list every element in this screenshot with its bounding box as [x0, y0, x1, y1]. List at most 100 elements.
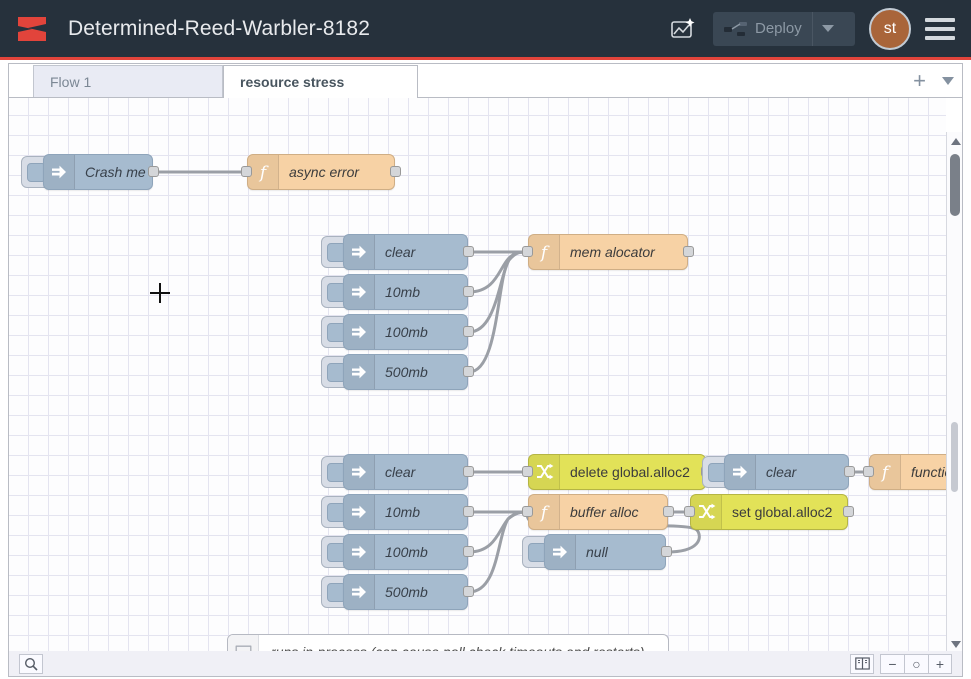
add-flow-button[interactable]: +	[913, 70, 926, 92]
node-mem-alocator[interactable]: f mem alocator	[528, 234, 688, 270]
node-output-port[interactable]	[463, 546, 474, 557]
svg-text:f: f	[539, 243, 550, 262]
chevron-down-icon	[822, 25, 834, 32]
node-inject-500mb-1[interactable]: 500mb	[343, 354, 468, 390]
node-output-port[interactable]	[390, 166, 401, 177]
search-icon	[24, 657, 38, 671]
header-actions: Deploy st	[665, 8, 971, 50]
inject-arrow-icon	[344, 315, 375, 349]
node-input-port[interactable]	[241, 166, 252, 177]
node-label: 100mb	[375, 324, 440, 340]
node-delete-global-alloc2[interactable]: delete global.alloc2	[528, 454, 706, 490]
node-output-port[interactable]	[844, 466, 855, 477]
node-inject-clear-3[interactable]: clear	[724, 454, 849, 490]
node-inject-100mb-2[interactable]: 100mb	[343, 534, 468, 570]
tab-flow-1[interactable]: Flow 1	[33, 65, 223, 97]
zoom-in-button[interactable]: +	[928, 654, 952, 674]
crosshair-cursor	[150, 283, 170, 303]
inject-arrow-icon	[44, 155, 75, 189]
node-set-global-alloc2[interactable]: set global.alloc2	[690, 494, 848, 530]
navigator-button[interactable]	[850, 654, 874, 674]
node-inject-500mb-2[interactable]: 500mb	[343, 574, 468, 610]
node-label: clear	[756, 464, 808, 480]
inject-arrow-icon	[344, 495, 375, 529]
node-input-port[interactable]	[684, 506, 695, 517]
inject-arrow-icon	[725, 455, 756, 489]
node-label: 500mb	[375, 364, 440, 380]
node-output-port[interactable]	[463, 286, 474, 297]
node-inject-10mb-2[interactable]: 10mb	[343, 494, 468, 530]
node-buffer-alloc[interactable]: fbuffer alloc	[528, 494, 668, 530]
inject-arrow-icon	[344, 575, 375, 609]
deploy-button-label: Deploy	[755, 20, 812, 37]
node-label: clear	[375, 244, 427, 260]
app-header: Determined-Reed-Warbler-8182	[0, 0, 971, 60]
zoom-controls: − ○ +	[880, 654, 952, 674]
change-swap-icon	[529, 455, 560, 489]
search-button[interactable]	[19, 654, 43, 674]
zoom-reset-button[interactable]: ○	[904, 654, 928, 674]
node-crash-me[interactable]: Crash me	[43, 154, 153, 190]
tab-bar-actions: +	[913, 65, 962, 97]
canvas-viewport: Crash me fasync error clear 10mb 100mb 500mb f…	[9, 98, 962, 670]
deploy-button[interactable]: Deploy	[713, 12, 855, 46]
node-output-port[interactable]	[683, 246, 694, 257]
inject-arrow-icon	[545, 535, 576, 569]
node-label: clear	[375, 464, 427, 480]
node-output-port[interactable]	[661, 546, 672, 557]
zoom-out-button[interactable]: −	[880, 654, 904, 674]
inject-arrow-icon	[344, 355, 375, 389]
node-output-port[interactable]	[463, 246, 474, 257]
node-output-port[interactable]	[463, 586, 474, 597]
vertical-scrollbar[interactable]	[946, 132, 962, 654]
avatar[interactable]: st	[869, 8, 911, 50]
tab-label: resource stress	[240, 74, 344, 90]
node-red-logo	[16, 14, 54, 44]
node-input-port[interactable]	[522, 506, 533, 517]
node-label: null	[576, 544, 620, 560]
vertical-scroll-thumb[interactable]	[950, 154, 960, 216]
scroll-down-arrow-icon[interactable]	[951, 641, 961, 648]
inject-arrow-icon	[344, 535, 375, 569]
flow-list-chevron-down-icon[interactable]	[942, 77, 954, 85]
node-output-port[interactable]	[148, 166, 159, 177]
node-input-port[interactable]	[522, 466, 533, 477]
footer-right-tools: − ○ +	[850, 654, 952, 674]
workspace: Flow 1 resource stress +	[8, 63, 963, 671]
node-label: 100mb	[375, 544, 440, 560]
node-async-error[interactable]: fasync error	[247, 154, 395, 190]
node-output-port[interactable]	[663, 506, 674, 517]
node-input-port[interactable]	[863, 466, 874, 477]
node-inject-clear-2[interactable]: clear	[343, 454, 468, 490]
node-label: Crash me	[75, 164, 152, 180]
hamburger-menu-icon[interactable]	[925, 18, 955, 40]
function-f-icon: f	[529, 235, 560, 269]
node-inject-10mb-1[interactable]: 10mb	[343, 274, 468, 310]
node-label: set global.alloc2	[722, 504, 844, 520]
ai-flow-assistant-icon[interactable]	[665, 12, 699, 46]
scroll-up-arrow-icon[interactable]	[951, 138, 961, 145]
flow-canvas[interactable]: Crash me fasync error clear 10mb 100mb 500mb f…	[9, 98, 946, 654]
node-inject-clear-1[interactable]: clear	[343, 234, 468, 270]
node-inject-100mb-1[interactable]: 100mb	[343, 314, 468, 350]
node-output-port[interactable]	[463, 366, 474, 377]
vertical-scroll-secondary-thumb[interactable]	[951, 422, 958, 492]
node-input-port[interactable]	[522, 246, 533, 257]
node-label: 10mb	[375, 504, 432, 520]
node-inject-null[interactable]: null	[544, 534, 666, 570]
flow-tab-bar: Flow 1 resource stress +	[9, 64, 962, 98]
inject-arrow-icon	[344, 275, 375, 309]
node-output-port[interactable]	[463, 506, 474, 517]
deploy-dropdown-button[interactable]	[812, 12, 843, 46]
node-output-port[interactable]	[463, 326, 474, 337]
node-output-port[interactable]	[843, 506, 854, 517]
tab-resource-stress[interactable]: resource stress	[223, 65, 418, 98]
node-function-right[interactable]: ffunction	[869, 454, 946, 490]
tab-label: Flow 1	[50, 74, 91, 90]
node-output-port[interactable]	[463, 466, 474, 477]
function-f-icon: f	[248, 155, 279, 189]
node-label: mem alocator	[560, 244, 667, 260]
inject-arrow-icon	[344, 235, 375, 269]
inject-arrow-icon	[344, 455, 375, 489]
